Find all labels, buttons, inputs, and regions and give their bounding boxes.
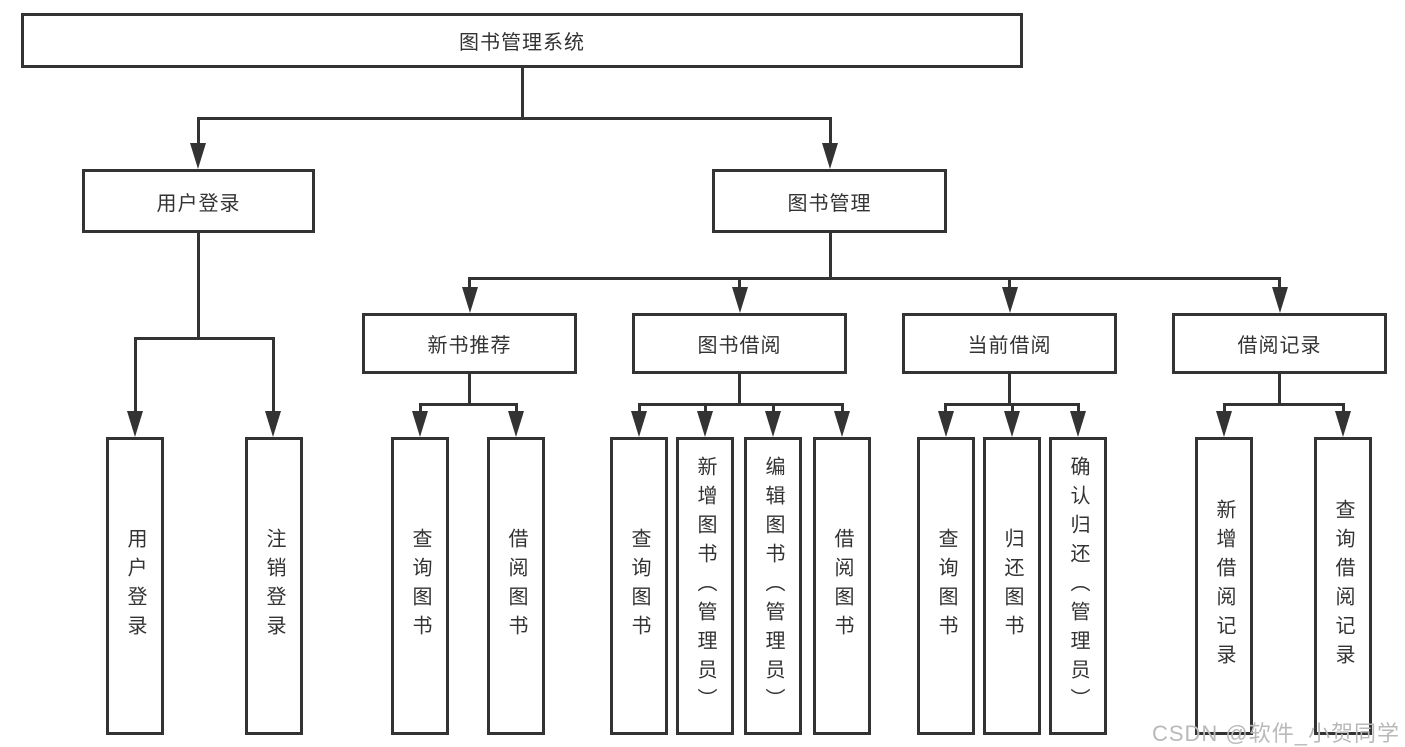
connector-leaf-d1 [944,403,947,413]
connector-book-management-branch [468,277,1281,280]
connector-book-borrow-drop [738,374,741,403]
connector-leaf-b1 [418,403,422,413]
connector-new-book-branch [418,403,518,406]
arrowhead-leaf-c3 [765,411,781,437]
connector-to-book-borrow [738,277,741,289]
leaf-borrow-book: 借阅图书 [813,437,871,735]
arrowhead-leaf-logout [265,411,281,437]
leaf-edit-book-admin-label: 编辑图书（管理员） [762,455,784,717]
connector-borrow-record-branch [1222,403,1345,406]
connector-book-borrow-branch [637,403,844,406]
arrowhead-leaf-d1 [937,411,954,437]
node-book-management-label: 图书管理 [787,192,872,215]
connector-leaf-d3 [1076,403,1080,413]
node-user-login-label: 用户登录 [156,192,241,215]
arrowhead-leaf-c2 [697,411,713,437]
connector-new-book-drop [468,374,471,403]
leaf-add-book-admin-label: 新增图书（管理员） [694,455,716,717]
leaf-query-borrow-record-label: 查询借阅记录 [1332,499,1354,673]
arrowhead-leaf-login [127,411,143,437]
arrowhead-leaf-b1 [412,411,428,437]
arrowhead-leaf-c4 [834,411,850,437]
csdn-watermark: CSDN @软件_小贺同学 [1151,721,1400,746]
leaf-user-login-label: 用户登录 [124,528,146,644]
leaf-query-book-recommend: 查询图书 [391,437,449,735]
arrowhead-borrow-record [1271,287,1288,313]
connector-leaf-c4 [840,403,844,413]
connector-to-new-book [468,277,471,289]
leaf-query-book-recommend-label: 查询图书 [409,528,431,644]
arrowhead-leaf-d3 [1070,411,1086,437]
node-user-login: 用户登录 [82,169,315,233]
arrowhead-book-borrow [731,287,748,313]
node-borrow-record: 借阅记录 [1172,313,1387,374]
leaf-add-borrow-record-label: 新增借阅记录 [1213,499,1235,673]
connector-user-login-drop [196,233,200,337]
connector-leaf-c1 [637,403,641,413]
arrowhead-leaf-e1 [1216,411,1232,437]
connector-user-login-branch [133,337,275,340]
connector-borrow-record-drop [1278,374,1281,403]
node-new-book-recommend: 新书推荐 [362,313,577,374]
connector-root-branch [196,117,832,120]
connector-to-leaf-logout [271,337,275,413]
leaf-query-book-current-label: 查询图书 [935,528,957,644]
arrowhead-leaf-b2 [508,411,524,437]
leaf-confirm-return-admin-label: 确认归还（管理员） [1067,455,1089,717]
leaf-query-book-borrow-label: 查询图书 [628,528,650,644]
node-current-borrow-label: 当前借阅 [967,335,1052,357]
connector-to-borrow-record [1278,277,1281,289]
leaf-return-book-label: 归还图书 [1001,528,1023,644]
leaf-logout-label: 注销登录 [263,528,285,644]
leaf-query-book-current: 查询图书 [917,437,975,735]
node-borrow-record-label: 借阅记录 [1237,335,1322,357]
leaf-confirm-return-admin: 确认归还（管理员） [1049,437,1107,735]
connector-leaf-e2 [1341,403,1345,413]
arrowhead-current-borrow [1001,287,1018,313]
leaf-add-book-admin: 新增图书（管理员） [676,437,734,735]
connector-leaf-c2 [703,403,707,413]
leaf-borrow-book-recommend: 借阅图书 [487,437,545,735]
leaf-borrow-book-label: 借阅图书 [831,528,853,644]
leaf-return-book: 归还图书 [983,437,1041,735]
connector-leaf-e1 [1222,403,1226,413]
leaf-query-borrow-record: 查询借阅记录 [1314,437,1372,735]
connector-leaf-b2 [514,403,518,413]
leaf-logout: 注销登录 [245,437,303,735]
node-new-book-recommend-label: 新书推荐 [427,335,512,357]
node-root-system: 图书管理系统 [21,13,1023,68]
node-root-label: 图书管理系统 [459,32,585,54]
arrowhead-book-management [822,143,838,169]
node-book-management: 图书管理 [712,169,947,233]
leaf-user-login: 用户登录 [106,437,164,735]
connector-current-borrow-drop [1008,374,1011,403]
leaf-edit-book-admin: 编辑图书（管理员） [744,437,802,735]
arrowhead-user-login [190,143,206,169]
arrowhead-leaf-d2 [1004,411,1020,437]
connector-leaf-d2 [1010,403,1014,413]
connector-leaf-c3 [771,403,775,413]
connector-to-current-borrow [1008,277,1011,289]
node-current-borrow: 当前借阅 [902,313,1117,374]
arrowhead-new-book [461,287,478,313]
node-book-borrow-label: 图书借阅 [697,335,782,357]
leaf-query-book-borrow: 查询图书 [610,437,668,735]
arrowhead-leaf-c1 [631,411,647,437]
connector-to-leaf-login [133,337,137,413]
leaf-add-borrow-record: 新增借阅记录 [1195,437,1253,735]
connector-book-management-drop [828,233,832,277]
connector-root-drop [520,68,524,117]
node-book-borrow: 图书借阅 [632,313,847,374]
connector-to-user-login [196,117,200,145]
leaf-borrow-book-recommend-label: 借阅图书 [505,528,527,644]
arrowhead-leaf-e2 [1335,411,1351,437]
connector-to-book-management [828,117,832,145]
